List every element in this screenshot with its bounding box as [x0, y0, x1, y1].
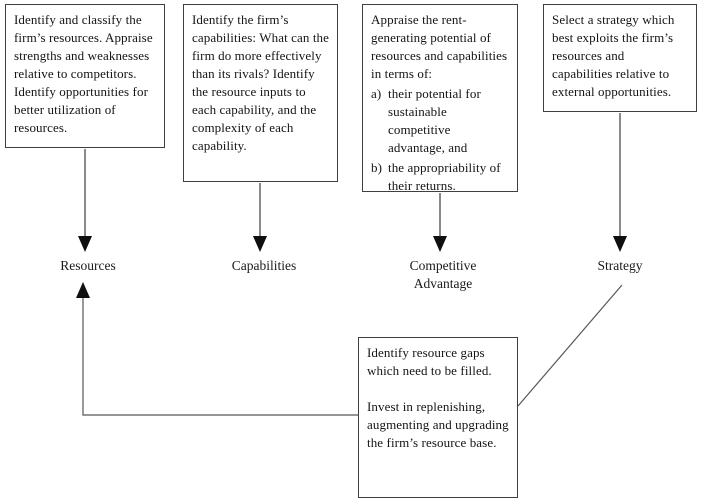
appraisal-intro: Appraise the rent-generating potential o…: [371, 12, 508, 81]
resources-analysis-box: Identify and classify the firm’s resourc…: [5, 4, 165, 148]
arrow-resources-head-icon: [78, 236, 92, 252]
strategy-selection-text: Select a strategy which best exploits th…: [552, 12, 675, 99]
resources-analysis-text: Identify and classify the firm’s resourc…: [14, 12, 153, 135]
appraisal-item-b: b) the appropriability of their returns.: [371, 159, 509, 195]
arrow-competitive-advantage-head-icon: [433, 236, 447, 252]
feedback-arrow-head-icon: [76, 282, 90, 298]
arrow-capabilities-head-icon: [253, 236, 267, 252]
resources-label: Resources: [60, 258, 116, 273]
feedback-loop-line: [82, 297, 358, 416]
resource-gaps-box: Identify resource gaps which need to be …: [358, 337, 518, 498]
appraisal-box: Appraise the rent-generating potential o…: [362, 4, 518, 195]
appraisal-item-a-text: their potential for sustainable competit…: [388, 86, 481, 155]
arrow-strategy-head-icon: [613, 236, 627, 252]
appraisal-item-a: a) their potential for sustainable compe…: [371, 85, 509, 157]
competitive-advantage-label: Competitive Advantage: [409, 258, 477, 291]
capabilities-analysis-text: Identify the firm’s capabilities: What c…: [192, 12, 329, 153]
capabilities-analysis-box: Identify the firm’s capabilities: What c…: [183, 4, 338, 182]
appraisal-item-a-marker: a): [371, 86, 382, 101]
resource-invest-paragraph: Invest in replenishing, augmenting and u…: [367, 399, 509, 450]
strategy-label: Strategy: [597, 258, 643, 273]
capabilities-label: Capabilities: [231, 258, 297, 273]
connector-strategy-to-gaps: [517, 284, 623, 407]
appraisal-item-b-text: the appropriability of their returns.: [388, 160, 501, 193]
appraisal-item-b-marker: b): [371, 160, 383, 175]
strategy-selection-box: Select a strategy which best exploits th…: [543, 4, 697, 112]
resource-gaps-paragraph: Identify resource gaps which need to be …: [367, 345, 492, 378]
